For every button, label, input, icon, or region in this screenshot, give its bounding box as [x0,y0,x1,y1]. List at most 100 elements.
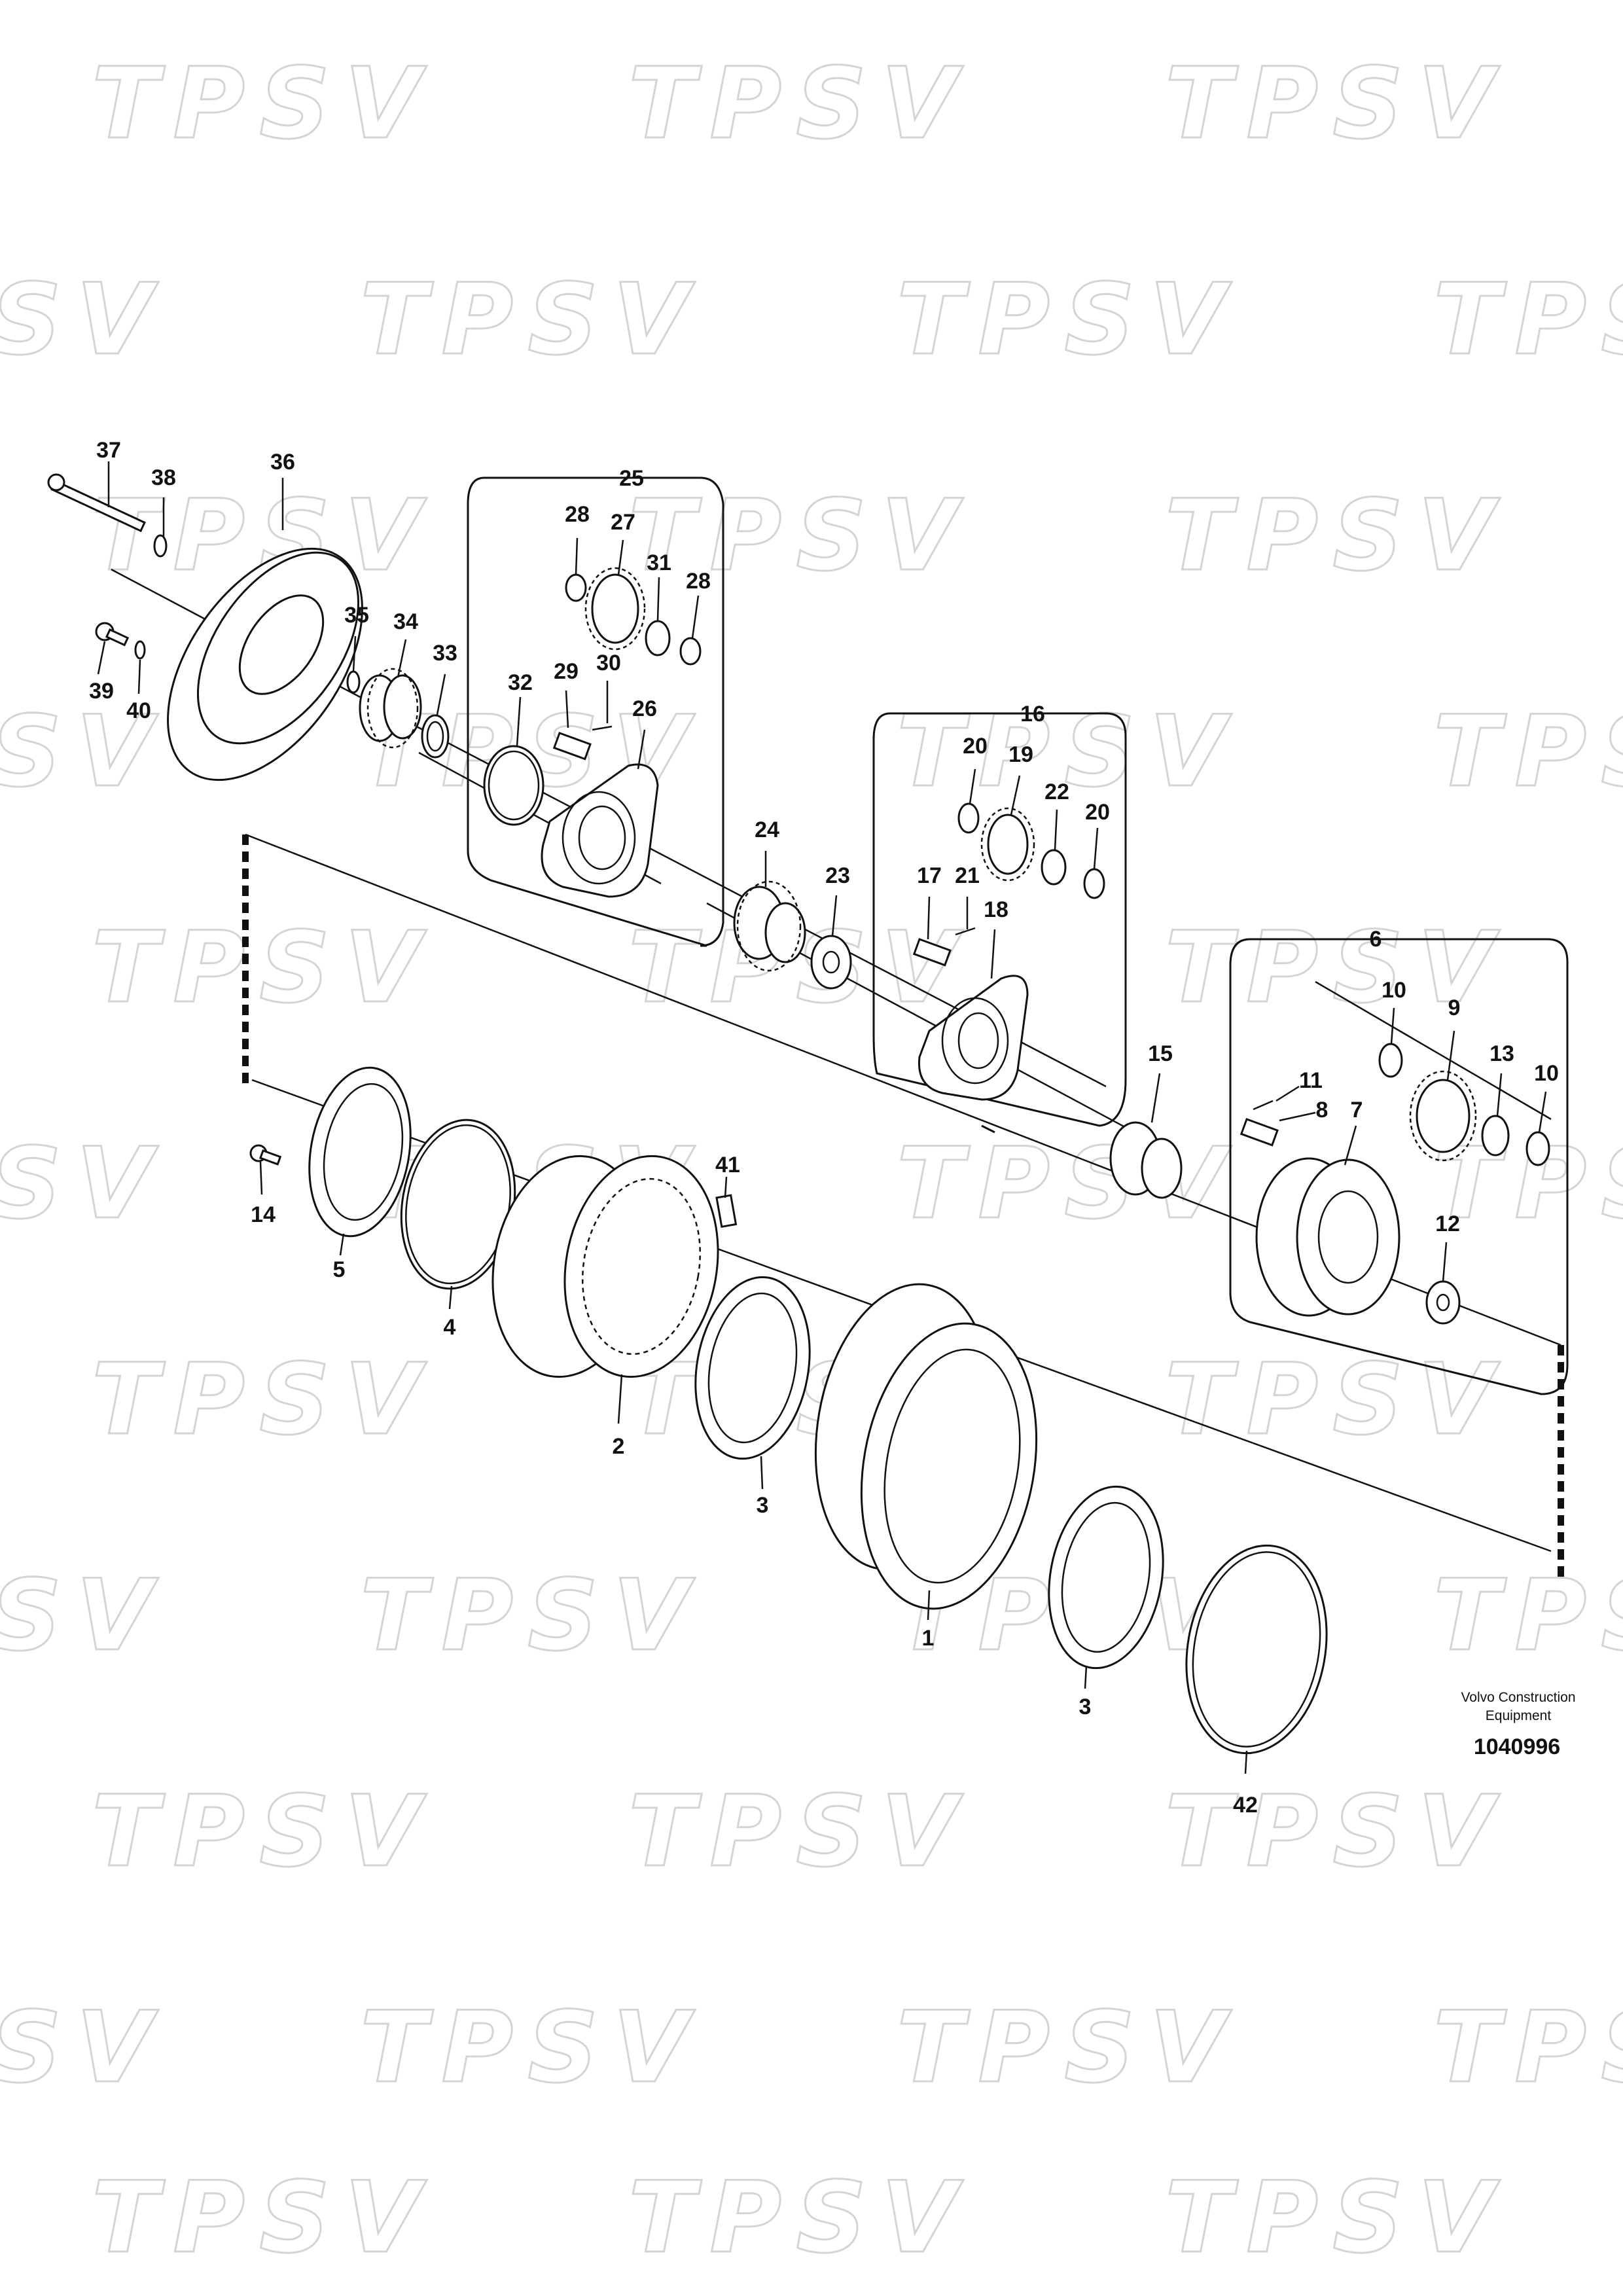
watermark-text: TPSV [1165,1775,1508,1889]
callout-35: 35 [344,603,369,628]
part-24-sun-gear [733,880,806,972]
watermark-text: TPSV [92,911,435,1025]
watermark-text: TPSV [1165,1343,1508,1457]
callout-38: 38 [151,465,176,490]
watermark-text: TPSV [0,1559,166,1673]
watermark-text: TPSV [360,1559,703,1673]
group-box-25 [467,476,724,947]
group-box-16-tail [981,1124,995,1134]
callout-15: 15 [1148,1041,1173,1066]
callout-26: 26 [632,696,657,721]
callout-31: 31 [647,550,671,575]
callout-18: 18 [984,897,1008,922]
part-42-seal [1185,1544,1328,1755]
callout-10-left: 10 [1382,978,1406,1003]
part-38-washer [153,534,168,558]
watermark-text: TPSV [1433,695,1623,809]
callout-5: 5 [333,1257,346,1282]
callout-25: 25 [619,466,644,491]
part-39-screw [95,622,130,647]
watermark-text: TPSV [897,1991,1240,2105]
callout-32: 32 [508,670,533,695]
callout-7: 7 [1351,1098,1363,1122]
part-20-washer-left [957,802,980,834]
callout-30: 30 [596,651,621,675]
watermark-layer: TPSV TPSV TPSV TPSV TPSV TPSV TPSV TPSV TPSV TPSV… [0,46,1623,2276]
part-23-washer [810,935,852,990]
callout-22: 22 [1044,780,1069,804]
watermark-text: TPSV [92,1775,435,1889]
watermark-text: TPSV [1433,1559,1623,1673]
part-18-carrier [918,975,1029,1101]
credit-block: Volvo Construction Equipment 1040996 [1461,1690,1575,1759]
part-8-pin [1240,1118,1279,1147]
part-28-washer-top [565,573,587,602]
watermark-text: TPSV [1165,2161,1508,2275]
part-35-pin [346,670,361,694]
part-10-washer-right [1525,1131,1550,1166]
part-27-gear [584,567,646,651]
watermark-text: TPSV [1165,479,1508,593]
group-box-16 [872,712,1127,1127]
callout-42: 42 [1233,1793,1258,1818]
callout-14: 14 [251,1202,276,1227]
callout-24: 24 [755,817,779,842]
watermark-text: TPSV [92,47,435,161]
callout-3-upper: 3 [757,1493,769,1518]
part-32-circlip [483,745,544,826]
callout-8: 8 [1316,1098,1329,1122]
part-9-gear [1409,1070,1477,1162]
watermark-text: TPSV [0,1127,166,1241]
watermark-text: TPSV [1165,47,1508,161]
part-3-bearing-upper [694,1276,811,1460]
callout-27: 27 [611,510,635,535]
callout-21: 21 [955,863,980,888]
part-41-plug [715,1194,738,1229]
credit-line-2: Equipment [1486,1708,1552,1723]
callout-28-top: 28 [565,502,590,527]
callout-29: 29 [554,659,579,684]
watermark-text: TPSV [628,2161,971,2275]
part-28-washer-bottom [679,637,702,666]
watermark-text: TPSV [1433,263,1623,377]
part-22-bearing [1041,849,1067,886]
callout-17: 17 [917,863,942,888]
document-number: 1040996 [1474,1734,1560,1759]
part-34-gear [359,668,422,749]
callout-36: 36 [270,450,295,475]
watermark-text: TPSV [1165,911,1508,1025]
callout-9: 9 [1448,996,1461,1020]
callout-4: 4 [444,1315,456,1340]
part-17-pin [912,938,952,967]
watermark-text: TPSV [628,479,971,593]
watermark-text: TPSV [360,1991,703,2105]
part-20-washer-right [1083,868,1105,899]
part-14-screw [249,1144,282,1166]
watermark-text: TPSV [92,1343,435,1457]
callout-3-lower: 3 [1079,1695,1092,1719]
callout-11: 11 [1299,1068,1323,1093]
callout-33: 33 [433,641,457,666]
watermark-text: TPSV [360,263,703,377]
callout-20-left: 20 [963,734,988,759]
part-10-washer-left [1378,1043,1403,1078]
callout-leaders [97,461,1547,1774]
watermark-text: TPSV [0,695,166,809]
callout-40: 40 [126,698,151,723]
part-7-carrier [1255,1157,1400,1317]
part-3-bearing-lower [1048,1485,1164,1670]
callout-41: 41 [715,1153,740,1177]
callout-39: 39 [89,679,114,704]
callout-6: 6 [1370,927,1382,952]
watermark-text: TPSV [92,2161,435,2275]
watermark-text: TPSV [628,1775,971,1889]
part-1-hub [814,1283,1038,1610]
callout-labels: 37 38 36 39 40 35 34 33 25 28 27 31 28 3… [89,438,1559,1818]
callout-12: 12 [1435,1211,1460,1236]
credit-line-1: Volvo Construction [1461,1690,1575,1705]
part-36-cover [167,547,363,781]
watermark-text: TPSV [0,1991,166,2105]
callout-23: 23 [825,863,850,888]
watermark-text: TPSV [1433,1991,1623,2105]
